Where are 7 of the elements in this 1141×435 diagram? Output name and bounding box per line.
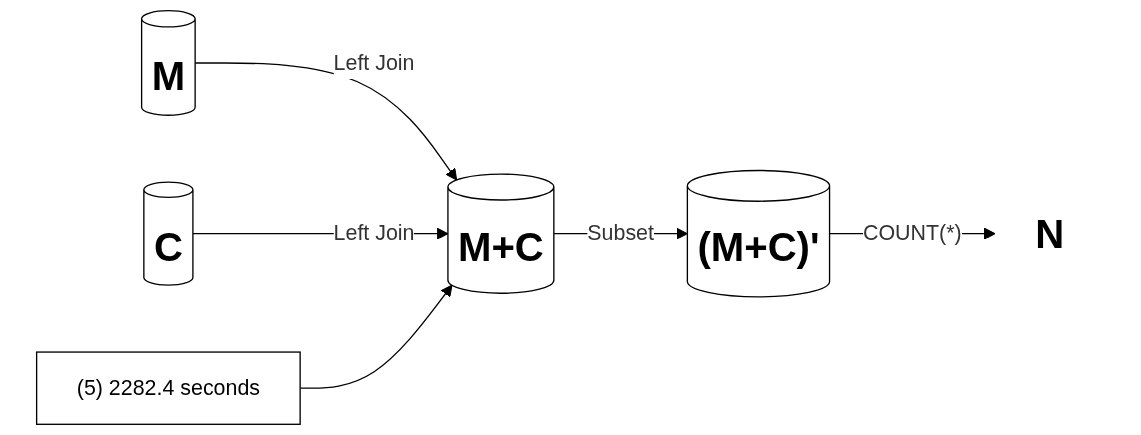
edge-label: COUNT(*) — [863, 221, 962, 245]
edge-label: Left Join — [333, 50, 415, 74]
arrow — [194, 62, 458, 181]
edge-label: Subset — [587, 221, 654, 245]
node-text: N — [1035, 211, 1065, 256]
edge-label: Left Join — [333, 221, 415, 245]
node-box: (5) 2282.4 seconds — [35, 351, 301, 425]
